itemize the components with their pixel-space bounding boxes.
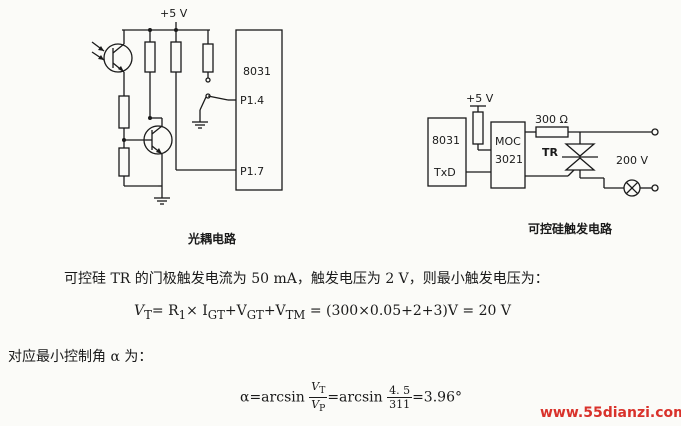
- fraction-45-311: 4. 5 311: [387, 384, 413, 412]
- moc-label-line1: MOC: [495, 135, 521, 148]
- left-circuit-caption: 光耦电路: [188, 232, 237, 246]
- triac-tr-label: TR: [542, 146, 559, 159]
- moc-label-line2: 3021: [495, 153, 523, 166]
- fraction-vt-vp: VT VP: [309, 380, 328, 415]
- right-txd-label: TxD: [433, 166, 456, 179]
- optocoupler-circuit-diagram: +5 V 8031 P1.4 P1.7 +5 V 8031 TxD MOC 30…: [91, 7, 659, 205]
- left-chip-label: 8031: [243, 65, 271, 78]
- left-pin-p17-label: P1.7: [240, 165, 264, 178]
- formula-vt: VT= R1× IGT+VGT+VTM = (300×0.05+2+3)V = …: [134, 303, 511, 322]
- voltage-200v-label: 200 V: [616, 154, 648, 167]
- body-line-2: 对应最小控制角 α 为：: [8, 349, 153, 365]
- right-vcc-label: +5 V: [466, 92, 494, 105]
- right-chip-label: 8031: [432, 134, 460, 147]
- formula-alpha: α=arcsin VT VP =arcsin 4. 5 311 =3.96°: [240, 380, 462, 415]
- body-line-1: 可控硅 TR 的门极触发电流为 50 mA，触发电压为 2 V，则最小触发电压为…: [64, 271, 549, 287]
- resistor-300-label: 300 Ω: [535, 113, 568, 126]
- watermark: www.55dianzi.com: [540, 405, 681, 421]
- right-circuit-caption: 可控硅触发电路: [528, 222, 613, 236]
- left-vcc-label: +5 V: [160, 7, 188, 20]
- left-pin-p14-label: P1.4: [240, 94, 264, 107]
